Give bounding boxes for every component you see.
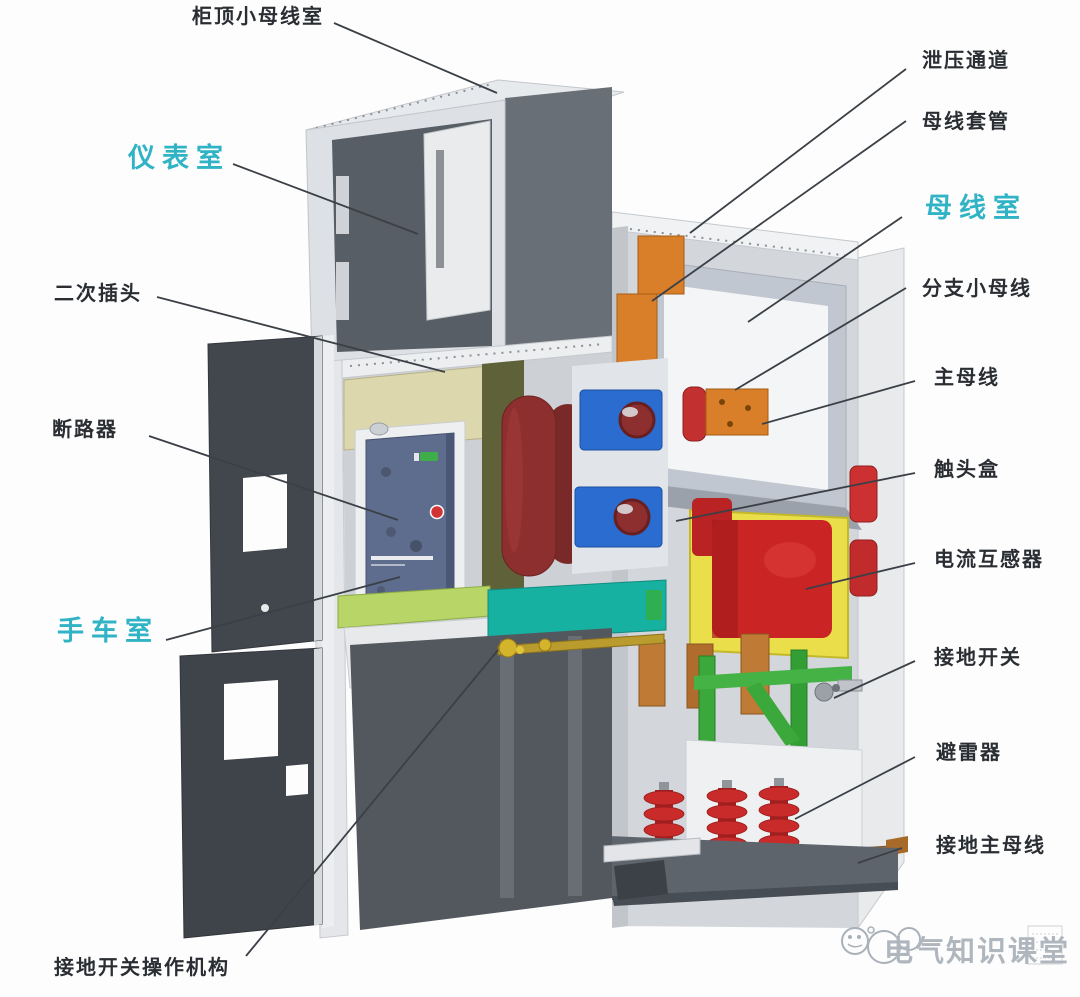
- leader-secondary-plug: [156, 296, 446, 373]
- leader-circuit-breaker: [148, 435, 399, 521]
- label-contact-box: 触头盒: [934, 459, 1000, 481]
- watermark-logo-icon: [841, 926, 921, 964]
- leader-cabinet-top-busbar: [333, 22, 498, 94]
- label-earth-switch-mechanism: 接地开关操作机构: [54, 957, 230, 979]
- door-window: [224, 680, 278, 760]
- leader-pressure-relief: [689, 68, 907, 234]
- label-secondary-plug: 二次插头: [54, 283, 142, 305]
- leader-main-busbar: [761, 380, 916, 425]
- copper-riser: [638, 639, 666, 707]
- label-instrument-room: 仪表室: [128, 143, 230, 173]
- label-busbar-room: 母线室: [925, 193, 1027, 223]
- stamp: [1027, 925, 1063, 965]
- leader-busbar-bushing: [651, 120, 907, 302]
- lower-door: [179, 647, 323, 939]
- branch-busbar: [705, 388, 769, 436]
- leader-busbar-room: [747, 216, 903, 323]
- breaker-status-indicator: [420, 452, 438, 461]
- cable-compartment: [350, 628, 701, 930]
- handcart-crossbeam: [487, 579, 667, 641]
- label-surge-arrester: 避雷器: [936, 742, 1002, 764]
- leader-lines: [148, 22, 916, 957]
- leader-earth-switch-mechanism: [245, 649, 499, 957]
- label-busbar-bushing: 母线套管: [922, 111, 1010, 133]
- busbar-room: [645, 259, 862, 530]
- instrument-room-door: [423, 120, 491, 321]
- label-current-transformer: 电流互感器: [934, 549, 1044, 571]
- label-handcart-room: 手车室: [57, 616, 159, 646]
- leader-handcart-room: [165, 576, 401, 641]
- leader-earthing-switch: [833, 660, 916, 699]
- busbar-insulator: [682, 386, 707, 442]
- leader-branch-busbar: [734, 287, 907, 391]
- breaker-nameplate: [371, 556, 433, 560]
- earth-switch-operating-shaft: [497, 633, 665, 658]
- left-open-doors: [179, 335, 334, 939]
- middle-door: [207, 335, 323, 653]
- surge-arresters: [643, 739, 863, 873]
- circuit-breaker: [354, 420, 466, 617]
- label-circuit-breaker: 断路器: [52, 419, 118, 441]
- label-earthing-switch: 接地开关: [934, 647, 1022, 669]
- leader-surge-arrester: [794, 756, 916, 820]
- leader-instrument-room: [232, 163, 419, 235]
- label-branch-busbar: 分支小母线: [922, 278, 1032, 300]
- leader-current-transformer: [805, 562, 916, 590]
- label-pressure-relief: 泄压通道: [922, 50, 1010, 72]
- earthing-switch: [694, 649, 863, 771]
- handcart-room: [311, 335, 701, 939]
- contact-boxes: [572, 358, 668, 574]
- breaker-trip-button: [429, 504, 445, 520]
- watermark-text: 电气知识课堂: [884, 936, 1071, 968]
- leader-contact-box: [675, 472, 916, 522]
- label-main-busbar: 主母线: [934, 367, 1000, 389]
- instrument-room-box: [305, 79, 625, 363]
- leader-earthing-main-busbar: [857, 847, 903, 864]
- label-cabinet-top-busbar: 柜顶小母线室: [192, 6, 324, 28]
- label-earthing-main-busbar: 接地主母线: [936, 835, 1046, 857]
- door-window: [243, 474, 287, 552]
- side-wall-bushings: [849, 465, 878, 597]
- current-transformer: [638, 498, 849, 715]
